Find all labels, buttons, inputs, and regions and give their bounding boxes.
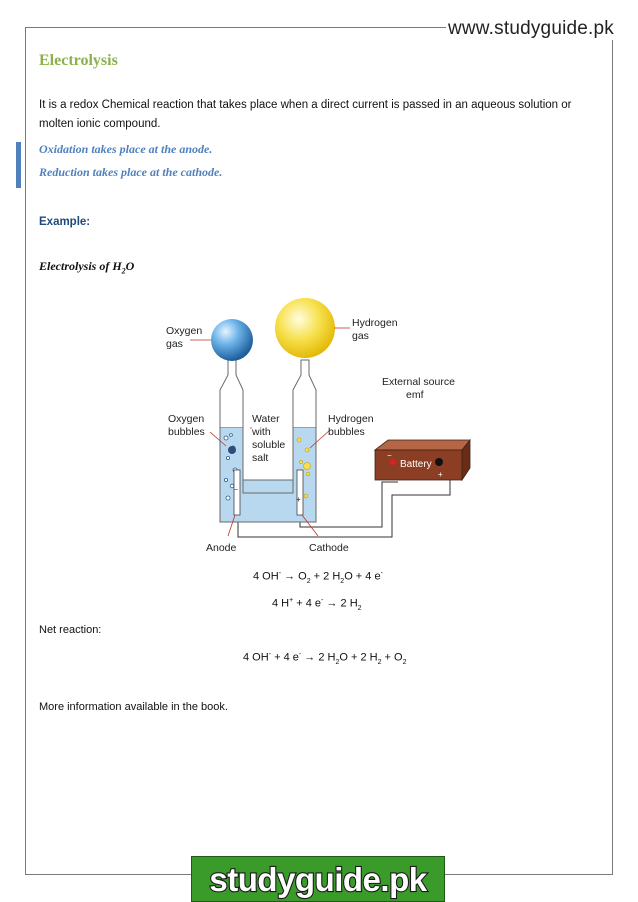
example-label: Example: <box>39 216 91 228</box>
more-info-text: More information available in the book. <box>39 701 228 713</box>
external-source-label: External source <box>382 376 455 388</box>
cathode-plus-sign: + <box>296 495 301 504</box>
hydrogen-bubbles-label: Hydrogen <box>328 413 374 425</box>
water-label: Water <box>252 413 280 425</box>
leader-lines <box>190 327 350 537</box>
net-reaction-label: Net reaction: <box>39 624 102 636</box>
oxygen-bubbles-label: Oxygen <box>168 413 204 425</box>
anode-minus-sign: − <box>234 487 238 494</box>
cathode-electrode <box>296 469 304 516</box>
oxygen-bubbles-label-2: bubbles <box>168 426 205 438</box>
electrolysis-diagram: − + Battery − + Oxygen gas Hydrogen gas … <box>166 298 471 554</box>
hydrogen-gas-label-2: gas <box>352 330 369 342</box>
cathode-label: Cathode <box>309 542 349 554</box>
logo-text: studyguide.pk <box>209 861 427 898</box>
cathode-equation: 4 H+ + 4 e- → 2 H2 <box>272 597 362 612</box>
intro-paragraph: It is a redox Chemical reaction that tak… <box>39 99 572 130</box>
anode-label: Anode <box>206 542 237 554</box>
hydrogen-gas-label: Hydrogen <box>352 317 398 329</box>
anode-electrode <box>233 469 241 516</box>
battery-plus: + <box>438 470 443 479</box>
anode-equation: 4 OH- → O2 + 2 H2O + 4 e- <box>253 570 383 585</box>
water-label-2: with <box>251 426 271 438</box>
watermark-url: www.studyguide.pk <box>445 18 616 40</box>
studyguide-logo: studyguide.pk <box>191 856 445 902</box>
oxygen-gas-sphere <box>211 319 253 361</box>
example-subtitle: Electrolysis of H2O <box>39 259 135 276</box>
oxidation-note: Oxidation takes place at the anode. <box>39 142 213 156</box>
oxygen-big-bubble <box>228 446 236 454</box>
water-label-4: salt <box>252 452 268 464</box>
net-equation: 4 OH- + 4 e- → 2 H2O + 2 H2 + O2 <box>243 651 407 666</box>
battery-label: Battery <box>400 459 432 470</box>
tube-tops <box>219 359 317 427</box>
page-title: Electrolysis <box>39 52 118 69</box>
hydrogen-bubbles-label-2: bubbles <box>328 426 365 438</box>
quote-bar <box>16 142 21 188</box>
reduction-note: Reduction takes place at the cathode. <box>39 165 223 179</box>
hydrogen-gas-sphere <box>275 298 335 358</box>
emf-label: emf <box>406 389 424 401</box>
oxygen-gas-label-2: gas <box>166 338 183 350</box>
battery: Battery − + <box>373 438 471 482</box>
battery-minus: − <box>387 451 392 460</box>
water-label-3: soluble <box>252 439 285 451</box>
oxygen-gas-label: Oxygen <box>166 325 202 337</box>
